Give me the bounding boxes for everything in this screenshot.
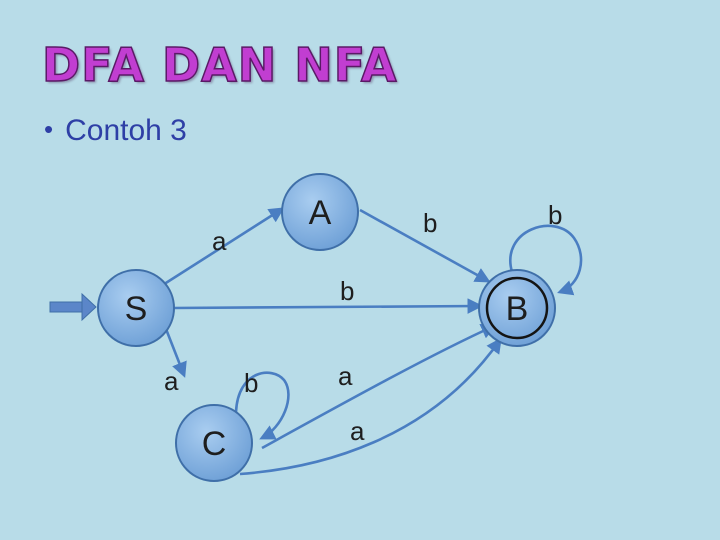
edge-S-A xyxy=(157,207,285,290)
edge-label-S-B: b xyxy=(340,276,354,306)
edge-label-B-B: b xyxy=(548,200,562,230)
edge-C-B-lower xyxy=(239,337,502,476)
state-label: C xyxy=(202,425,227,463)
edge-B-B-loop xyxy=(509,224,583,296)
edge-label-S-C: a xyxy=(164,366,179,396)
state-A: A xyxy=(281,173,359,251)
edge-label-C-B-upper: a xyxy=(338,361,353,391)
edge-C-C-loop xyxy=(234,371,290,440)
edge-S-B xyxy=(171,298,484,314)
state-label: B xyxy=(506,290,529,328)
edge-C-B-upper xyxy=(261,324,497,450)
state-S: S xyxy=(97,269,175,347)
state-label: S xyxy=(125,290,148,328)
start-arrow-icon xyxy=(49,292,97,322)
edge-label-A-B: b xyxy=(423,208,437,238)
edge-label-C-C: b xyxy=(244,368,258,398)
edge-label-S-A: a xyxy=(212,226,227,256)
state-label: A xyxy=(309,194,332,232)
slide-title: DFA DAN NFA xyxy=(41,37,398,93)
state-C: C xyxy=(175,404,253,482)
bullet-text: Contoh 3 xyxy=(65,114,187,147)
final-state-ring xyxy=(485,276,549,340)
edge-S-C xyxy=(164,328,187,378)
edge-A-B xyxy=(359,208,491,283)
bullet-dot-icon: • xyxy=(44,114,54,144)
bullet-item: • Contoh 3 xyxy=(44,114,187,148)
state-B: B xyxy=(478,269,556,347)
edge-label-C-B-lower: a xyxy=(350,416,365,446)
